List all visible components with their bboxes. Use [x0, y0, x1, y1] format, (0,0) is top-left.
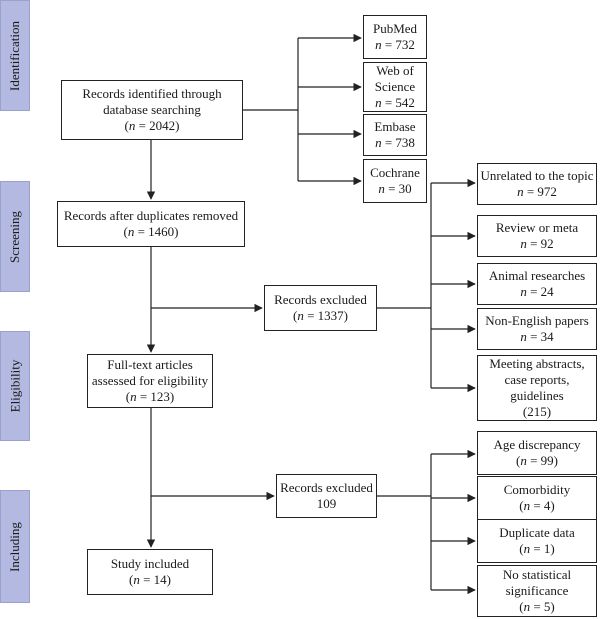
- box-text-line: Review or meta: [495, 220, 579, 235]
- phase-including: Including: [0, 490, 30, 603]
- box-count: n = 738: [375, 135, 415, 150]
- box-database-cochrane: Cochrane n = 30: [363, 159, 427, 203]
- box-text-line: assessed for eligibility: [91, 373, 209, 388]
- box-count: n = 34: [520, 329, 554, 344]
- box-text-line: Comorbidity: [503, 482, 571, 497]
- box-count: (n = 2042): [124, 118, 180, 133]
- box-text-line: No statistical: [502, 567, 572, 582]
- box-text-line: guidelines: [510, 388, 564, 403]
- box-count: (n = 14): [128, 572, 172, 587]
- box-text-line: significance: [505, 583, 569, 598]
- box-count: (n = 1): [519, 541, 555, 556]
- box-text-line: Embase: [374, 119, 416, 134]
- box-text-line: Meeting abstracts,: [489, 356, 585, 371]
- box-text-line: Science: [374, 79, 416, 94]
- box-records-excluded-eligibility: Records excluded 109: [276, 474, 377, 518]
- box-reason-animal: Animal researches n = 24: [477, 263, 597, 305]
- box-reason-non-english: Non-English papers n = 34: [477, 308, 597, 350]
- box-full-text: Full-text articles assessed for eligibil…: [87, 354, 213, 408]
- box-count: (n = 5): [519, 599, 555, 614]
- box-reason-duplicate-data: Duplicate data (n = 1): [477, 519, 597, 563]
- box-text-line: Animal researches: [488, 268, 586, 283]
- box-text-line: Duplicate data: [499, 525, 575, 540]
- box-count: (n = 4): [519, 498, 555, 513]
- box-reason-no-significance: No statistical significance (n = 5): [477, 565, 597, 617]
- box-reason-unrelated: Unrelated to the topic n = 972: [477, 163, 597, 205]
- box-count: (n = 99): [515, 453, 559, 468]
- box-text-line: Web of: [376, 63, 414, 78]
- box-text-line: Age discrepancy: [493, 437, 581, 452]
- box-database-embase: Embase n = 738: [363, 114, 427, 156]
- box-text-line: PubMed: [372, 21, 418, 36]
- box-reason-comorbidity: Comorbidity (n = 4): [477, 476, 597, 520]
- box-count: n = 30: [378, 181, 412, 196]
- box-count: (215): [522, 404, 552, 419]
- phase-identification: Identification: [0, 0, 30, 111]
- box-after-duplicates: Records after duplicates removed (n = 14…: [57, 201, 245, 247]
- box-text-line: database searching: [103, 102, 201, 117]
- box-text-line: case reports,: [504, 372, 570, 387]
- phase-eligibility: Eligibility: [0, 331, 30, 441]
- box-count: n = 542: [375, 95, 415, 110]
- box-database-pubmed: PubMed n = 732: [363, 15, 427, 59]
- box-text-line: Cochrane: [370, 165, 420, 180]
- box-count: n = 972: [517, 184, 557, 199]
- box-count: (n = 1337): [292, 308, 349, 323]
- phase-screening: Screening: [0, 181, 30, 292]
- box-text-line: Records after duplicates removed: [63, 208, 239, 223]
- box-records-identified: Records identified through database sear…: [61, 80, 243, 140]
- box-text-line: Non-English papers: [485, 313, 589, 328]
- box-count: (n = 123): [125, 389, 175, 404]
- box-text-line: Full-text articles: [107, 357, 193, 372]
- box-reason-review: Review or meta n = 92: [477, 215, 597, 257]
- box-text-line: Records excluded: [274, 292, 367, 307]
- box-count: n = 92: [520, 236, 554, 251]
- box-database-web-of-science: Web of Science n = 542: [363, 62, 427, 112]
- box-count: 109: [316, 496, 337, 511]
- box-text-line: Study included: [110, 556, 190, 571]
- box-count: n = 732: [375, 37, 415, 52]
- box-count: (n = 1460): [123, 224, 179, 239]
- box-text-line: Records excluded: [280, 480, 373, 495]
- box-text-line: Unrelated to the topic: [480, 168, 594, 183]
- box-count: n = 24: [520, 284, 554, 299]
- box-study-included: Study included (n = 14): [87, 549, 213, 595]
- box-reason-meeting-abstracts: Meeting abstracts, case reports, guideli…: [477, 355, 597, 421]
- box-text-line: Records identified through: [82, 86, 222, 101]
- box-records-excluded-screening: Records excluded (n = 1337): [264, 285, 377, 331]
- box-reason-age: Age discrepancy (n = 99): [477, 431, 597, 475]
